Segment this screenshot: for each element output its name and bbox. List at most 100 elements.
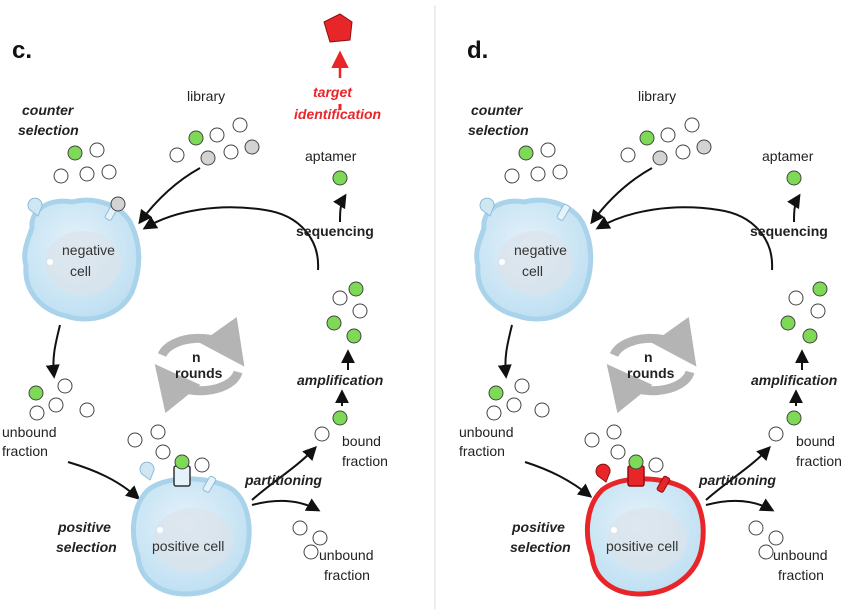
negative-cell: negative cell — [22, 196, 142, 322]
unbound-fraction-label: unbound — [459, 424, 514, 440]
bead-green — [802, 328, 818, 344]
bead-empty — [209, 127, 225, 143]
receptor-icon — [656, 475, 671, 493]
bead-empty — [788, 290, 804, 306]
bead-empty — [506, 397, 522, 413]
bead-empty — [606, 424, 622, 440]
bead-empty — [514, 378, 530, 394]
bead-empty — [748, 520, 764, 536]
receptor-icon — [139, 461, 155, 481]
panel-letter: c. — [12, 37, 32, 64]
bead-empty — [127, 432, 143, 448]
bead-green — [518, 145, 534, 161]
bead-empty — [810, 303, 826, 319]
bead-empty — [155, 444, 171, 460]
bead-empty — [530, 166, 546, 182]
bead-empty — [89, 142, 105, 158]
positive-selection-label-2: selection — [56, 539, 117, 555]
nucleus — [497, 231, 573, 295]
bead-empty — [768, 530, 784, 546]
bead-gray — [200, 150, 216, 166]
bead-gray — [244, 139, 260, 155]
bead-green — [174, 454, 190, 470]
receptor-icon — [202, 475, 217, 493]
bead-empty — [684, 117, 700, 133]
negative-cell-label: negative — [514, 242, 567, 258]
arrow — [142, 206, 320, 271]
positive-selection-label: positive — [57, 519, 111, 535]
bead-green — [346, 328, 362, 344]
bead-empty — [232, 117, 248, 133]
counter-selection-label: counter — [471, 102, 524, 118]
unbound-fraction-label-2: fraction — [2, 443, 48, 459]
arrow — [705, 498, 775, 512]
bead-empty — [169, 147, 185, 163]
negative-cell-label: negative — [62, 242, 115, 258]
target-identification-label: target — [313, 84, 353, 100]
positive-cell-highlighted: positive cell — [584, 454, 706, 597]
arrow — [705, 445, 771, 501]
panel-c: c. counter selection library — [2, 13, 388, 597]
nucleus — [153, 508, 233, 572]
bead-empty — [29, 405, 45, 421]
bead-empty — [101, 164, 117, 180]
bead-green — [326, 315, 342, 331]
receptor-icon — [479, 197, 495, 217]
unbound-fraction-label-2: fraction — [459, 443, 505, 459]
bound-fraction-label-2: fraction — [796, 453, 842, 469]
bead-green — [639, 130, 655, 146]
panel-d: d. counter selection library negati — [459, 37, 842, 597]
arrow — [67, 461, 141, 500]
bead-empty — [768, 426, 784, 442]
bead-green — [332, 410, 348, 426]
aptamer-label: aptamer — [762, 148, 814, 164]
arrow — [251, 498, 321, 512]
amplification-label: amplification — [297, 372, 383, 388]
library-label: library — [187, 88, 225, 104]
bead-green — [628, 454, 644, 470]
bead-empty — [332, 290, 348, 306]
negative-cell-label-2: cell — [522, 263, 543, 279]
n-rounds-cycle: n rounds — [154, 316, 245, 414]
positive-selection-label: positive — [511, 519, 565, 535]
bead-empty — [552, 164, 568, 180]
bead-empty — [53, 168, 69, 184]
counter-selection-label-2: selection — [18, 122, 79, 138]
sequencing-label: sequencing — [296, 223, 374, 239]
bead-empty — [292, 520, 308, 536]
aptamer-label: aptamer — [305, 148, 357, 164]
bead-empty — [660, 127, 676, 143]
bead-gray — [652, 150, 668, 166]
positive-selection-label-2: selection — [510, 539, 571, 555]
bead-empty — [534, 402, 550, 418]
counter-selection-label: counter — [22, 102, 75, 118]
bead-green — [67, 145, 83, 161]
negative-cell: negative cell — [474, 197, 594, 322]
bound-fraction-label-2: fraction — [342, 453, 388, 469]
bead-empty — [584, 432, 600, 448]
n-rounds-label: n — [192, 349, 201, 365]
bead-green — [188, 130, 204, 146]
unbound-fraction-label-b-2: fraction — [324, 567, 370, 583]
unbound-fraction-label: unbound — [2, 424, 57, 440]
bead-gray — [110, 196, 126, 212]
unbound-fraction-label-b: unbound — [319, 547, 374, 563]
bead-green — [812, 281, 828, 297]
arrow — [138, 167, 201, 225]
counter-selection-label-2: selection — [468, 122, 529, 138]
unbound-fraction-label-b: unbound — [773, 547, 828, 563]
bead-empty — [48, 397, 64, 413]
n-rounds-label-2: rounds — [175, 365, 223, 381]
bead-green — [348, 281, 364, 297]
amplification-label: amplification — [751, 372, 837, 388]
n-rounds-label-2: rounds — [627, 365, 675, 381]
bead-green — [488, 385, 504, 401]
unbound-fraction-label-b-2: fraction — [778, 567, 824, 583]
unbound-beads-1 — [486, 378, 550, 421]
library-label: library — [638, 88, 676, 104]
positive-cell-label: positive cell — [152, 538, 224, 554]
receptor-icon — [595, 463, 611, 483]
bead-green — [28, 385, 44, 401]
receptor-icon — [27, 197, 43, 217]
bead-empty — [504, 168, 520, 184]
